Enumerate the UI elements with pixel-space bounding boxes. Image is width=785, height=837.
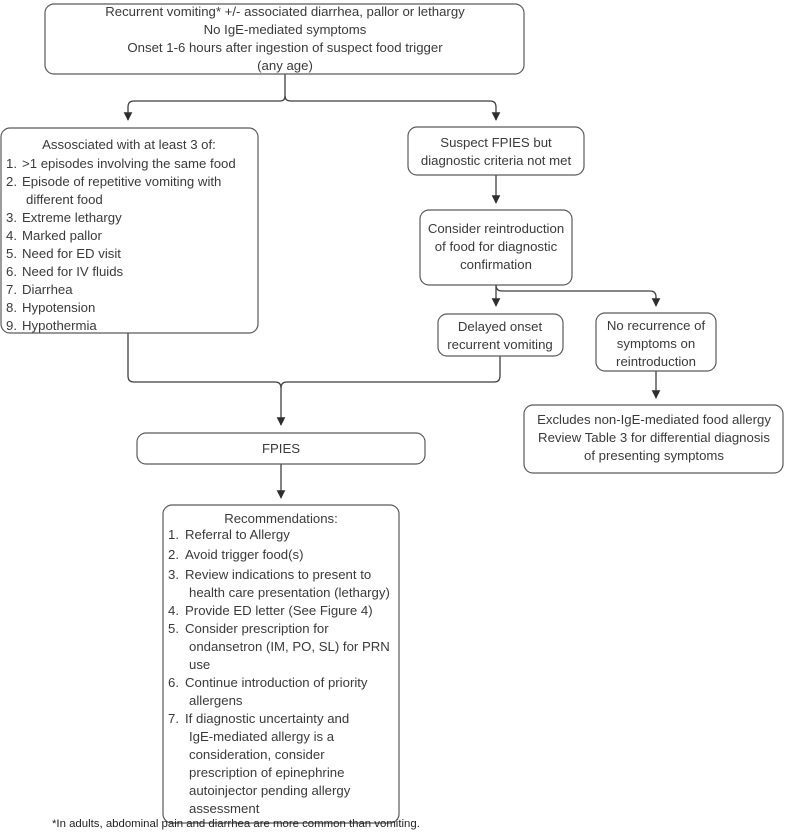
node-recommendations-box bbox=[162, 504, 400, 824]
node-criteria-item-8-line-1: Hypotension bbox=[22, 300, 95, 315]
node-criteria-item-4-line-1: Marked pallor bbox=[22, 228, 102, 243]
node-consider-reintroduction[interactable]: Consider reintroduction of food for diag… bbox=[419, 209, 573, 286]
node-no-recurrence-line-2: symptoms on bbox=[617, 336, 695, 351]
node-excludes-line-1: Excludes non-IgE-mediated food allergy bbox=[537, 412, 771, 427]
node-presentation[interactable]: Recurrent vomiting* +/- associated diarr… bbox=[44, 3, 525, 75]
edge-criteria-to-merge bbox=[127, 333, 282, 389]
node-recommendations-item-3-line-2: health care presentation (lethargy) bbox=[189, 585, 390, 600]
edge-delayed-to-merge bbox=[280, 356, 501, 389]
node-consider-reintroduction-line-1: Consider reintroduction bbox=[428, 221, 564, 236]
node-no-recurrence-box bbox=[595, 312, 717, 372]
node-delayed-onset-line-1: Delayed onset bbox=[458, 319, 543, 334]
node-delayed-onset[interactable]: Delayed onset recurrent vomiting bbox=[437, 313, 564, 357]
node-excludes-box bbox=[523, 404, 784, 474]
node-fpies-box bbox=[136, 432, 426, 465]
node-excludes-line-2: Review Table 3 for differential diagnosi… bbox=[538, 430, 770, 445]
node-delayed-onset-line-2: recurrent vomiting bbox=[447, 337, 553, 352]
node-recommendations-item-7-num: 7. bbox=[168, 711, 179, 726]
node-criteria-item-2-line-1: Episode of repetitive vomiting with bbox=[22, 174, 221, 189]
node-recommendations-item-2-line-1: Avoid trigger food(s) bbox=[185, 547, 304, 562]
node-criteria-item-8-num: 8. bbox=[6, 300, 17, 315]
edge-split-to-suspect bbox=[284, 95, 501, 121]
node-fpies[interactable]: FPIES bbox=[136, 432, 426, 465]
node-presentation-line-3: Onset 1-6 hours after ingestion of suspe… bbox=[127, 40, 443, 55]
node-criteria-heading: Assosciated with at least 3 of: bbox=[42, 137, 216, 152]
node-fpies-label: FPIES bbox=[262, 441, 300, 456]
node-recommendations-item-7-line-1: If diagnostic uncertainty and bbox=[185, 711, 349, 726]
node-criteria-item-6-num: 6. bbox=[6, 264, 17, 279]
node-criteria[interactable]: Assosciated with at least 3 of: 1. >1 ep… bbox=[0, 127, 259, 334]
node-recommendations-item-1-line-1: Referral to Allergy bbox=[185, 527, 290, 542]
node-criteria-item-3-num: 3. bbox=[6, 210, 17, 225]
node-recommendations-item-3-line-1: Review indications to present to bbox=[185, 567, 371, 582]
node-suspect-fpies-line-1: Suspect FPIES but bbox=[440, 135, 552, 150]
node-no-recurrence-line-3: reintroduction bbox=[616, 354, 696, 369]
node-excludes[interactable]: Excludes non-IgE-mediated food allergy R… bbox=[523, 404, 784, 474]
node-criteria-item-9-line-1: Hypothermia bbox=[22, 318, 97, 333]
node-criteria-item-1-num: 1. bbox=[6, 156, 17, 171]
node-recommendations[interactable]: Recommendations: 1. Referral to Allergy … bbox=[162, 504, 400, 824]
node-recommendations-item-6-line-1: Continue introduction of priority bbox=[185, 675, 368, 690]
node-criteria-item-5-line-1: Need for ED visit bbox=[22, 246, 121, 261]
node-criteria-item-7-num: 7. bbox=[6, 282, 17, 297]
node-presentation-box bbox=[44, 3, 525, 75]
node-recommendations-item-6-num: 6. bbox=[168, 675, 179, 690]
edge-reintroduction-to-norecurrence bbox=[495, 284, 661, 307]
node-consider-reintroduction-line-2: of food for diagnostic bbox=[435, 239, 558, 254]
node-recommendations-item-7-line-5: autoinjector pending allergy bbox=[189, 783, 351, 798]
node-criteria-item-9-num: 9. bbox=[6, 318, 17, 333]
node-consider-reintroduction-box bbox=[419, 209, 573, 286]
node-recommendations-heading: Recommendations: bbox=[224, 511, 338, 526]
node-criteria-item-7-line-1: Diarrhea bbox=[22, 282, 73, 297]
node-delayed-onset-box bbox=[437, 313, 564, 357]
node-recommendations-item-7-line-2: IgE-mediated allergy is a bbox=[189, 729, 335, 744]
edge-split-to-criteria bbox=[123, 95, 286, 121]
node-recommendations-item-5-num: 5. bbox=[168, 621, 179, 636]
node-criteria-item-3-line-1: Extreme lethargy bbox=[22, 210, 122, 225]
node-criteria-box bbox=[0, 127, 259, 334]
node-recommendations-item-4-num: 4. bbox=[168, 603, 179, 618]
node-recommendations-item-7-line-3: consideration, consider bbox=[189, 747, 325, 762]
footnote-text: *In adults, abdominal pain and diarrhea … bbox=[52, 818, 420, 830]
node-consider-reintroduction-line-3: confirmation bbox=[460, 257, 532, 272]
node-criteria-item-5-num: 5. bbox=[6, 246, 17, 261]
node-no-recurrence-line-1: No recurrence of bbox=[607, 318, 706, 333]
node-presentation-line-1: Recurrent vomiting* +/- associated diarr… bbox=[105, 4, 465, 19]
node-suspect-fpies[interactable]: Suspect FPIES but diagnostic criteria no… bbox=[407, 126, 585, 176]
node-recommendations-item-7-line-4: prescription of epinephrine bbox=[189, 765, 344, 780]
node-suspect-fpies-box bbox=[407, 126, 585, 176]
node-recommendations-item-5-line-1: Consider prescription for bbox=[185, 621, 329, 636]
node-presentation-line-2: No IgE-mediated symptoms bbox=[204, 22, 367, 37]
node-criteria-item-2-line-2: different food bbox=[26, 192, 103, 207]
node-suspect-fpies-line-2: diagnostic criteria not met bbox=[421, 153, 572, 168]
node-recommendations-item-2-num: 2. bbox=[168, 547, 179, 562]
node-criteria-item-4-num: 4. bbox=[6, 228, 17, 243]
node-criteria-item-6-line-1: Need for IV fluids bbox=[22, 264, 124, 279]
node-recommendations-item-5-line-3: use bbox=[189, 657, 210, 672]
node-recommendations-item-1-num: 1. bbox=[168, 527, 179, 542]
node-recommendations-item-7-line-6: assessment bbox=[189, 801, 260, 816]
node-recommendations-item-3-num: 3. bbox=[168, 567, 179, 582]
node-excludes-line-3: of presenting symptoms bbox=[584, 448, 724, 463]
node-recommendations-item-4-line-1: Provide ED letter (See Figure 4) bbox=[185, 603, 373, 618]
node-criteria-item-1-line-1: >1 episodes involving the same food bbox=[22, 156, 236, 171]
node-recommendations-item-6-line-2: allergens bbox=[189, 693, 243, 708]
node-no-recurrence[interactable]: No recurrence of symptoms on reintroduct… bbox=[595, 312, 717, 372]
node-recommendations-item-5-line-2: ondansetron (IM, PO, SL) for PRN bbox=[189, 639, 390, 654]
node-presentation-line-4: (any age) bbox=[257, 58, 313, 73]
node-criteria-item-2-num: 2. bbox=[6, 174, 17, 189]
